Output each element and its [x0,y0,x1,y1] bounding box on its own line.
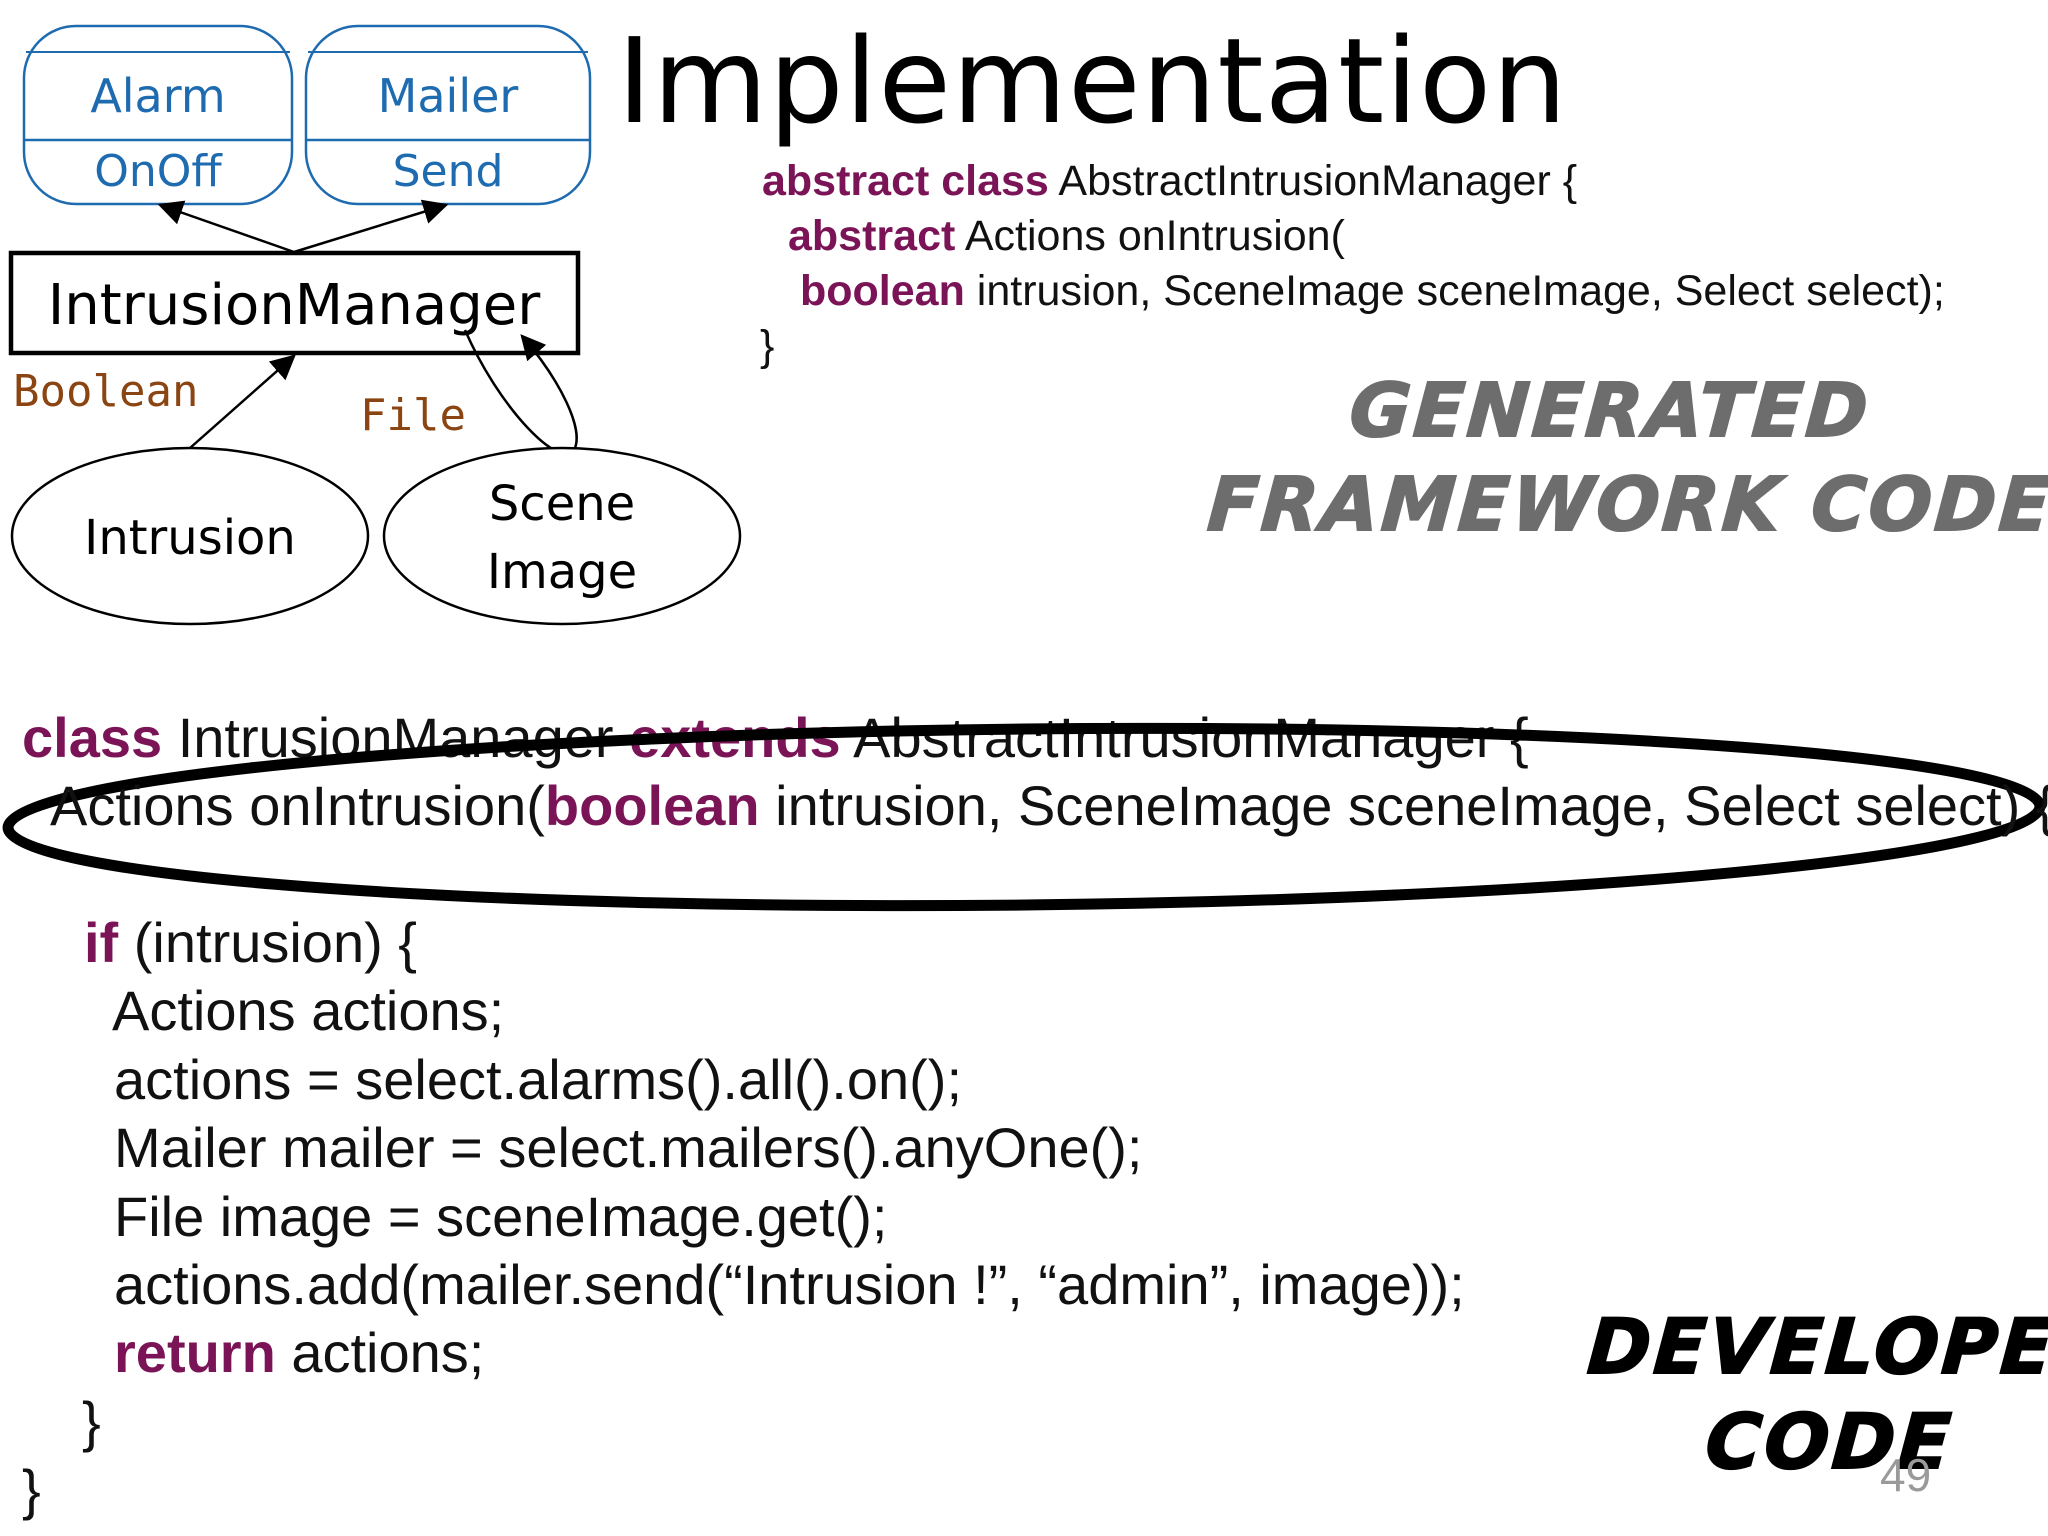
alarm-action: OnOff [94,146,223,197]
alarm-name: Alarm [90,69,225,123]
keyword: abstract [788,212,956,260]
slide-title: Implementation [617,12,1568,150]
code-text: Actions onIntrusion( [955,212,1345,260]
keyword: boolean [544,774,760,837]
developer-code-line: } [22,1458,41,1521]
mailer-device: Mailer Send [304,24,592,206]
code-text: intrusion, SceneImage sceneImage, Select… [964,267,1945,315]
code-text: intrusion, SceneImage sceneImage, Select… [759,774,2048,837]
framework-code-line: abstract class AbstractIntrusionManager … [762,160,1577,203]
scene-image-label-line1: Scene [489,476,635,532]
architecture-diagram: Alarm OnOff Mailer Send IntrusionManager… [8,24,742,626]
boolean-edge-label: Boolean [13,366,198,417]
file-edge-label: File [360,390,466,441]
code-text: actions; [275,1321,485,1384]
intrusion-manager-label: IntrusionManager [48,273,541,338]
code-text: (intrusion) { [118,911,418,974]
mailer-name: Mailer [378,69,519,123]
keyword: abstract class [762,157,1049,205]
keyword: class [22,706,163,769]
developer-code-line: Mailer mailer = select.mailers().anyOne(… [114,1116,1143,1179]
keyword: if [84,911,119,974]
intrusion-label: Intrusion [84,510,296,566]
developer-code-line: Actions onIntrusion(boolean intrusion, S… [50,778,2048,834]
framework-code-label: Framework Code [1204,461,2048,549]
developer-code-line: File image = sceneImage.get(); [114,1185,888,1248]
developer-code-line: } [82,1390,101,1453]
code-text: AbstractIntrusionManager { [840,706,1529,769]
framework-code-line: boolean intrusion, SceneImage sceneImage… [800,270,1945,313]
scene-image-label-line2: Image [487,544,637,600]
developer-code-line: return actions; [114,1325,484,1381]
developer-code-line: Actions actions; [112,979,505,1042]
developer-code-line: actions.add(mailer.send(“Intrusion !”, “… [114,1253,1465,1316]
code-text: Actions onIntrusion( [50,774,545,837]
alarm-device: Alarm OnOff [22,24,294,206]
developer-code-line: if (intrusion) { [84,915,417,971]
intrusion-to-manager-arrow [189,354,296,449]
intrusion-manager-box: IntrusionManager [8,250,581,356]
mailer-action: Send [393,146,504,197]
generated-label: Generated [1346,367,1874,455]
developer-code-line: class IntrusionManager extends AbstractI… [22,710,1529,766]
keyword: return [114,1321,276,1384]
keyword: boolean [800,267,965,315]
highlight-ellipse [2,722,2046,912]
manager-to-alarm-arrow [157,200,295,254]
framework-code-line: } [760,322,775,370]
framework-code-line: abstract Actions onIntrusion( [788,215,1345,258]
developer-label: Developer [1584,1301,2048,1392]
manager-to-mailer-arrow [293,199,449,254]
code-text: AbstractIntrusionManager { [1048,157,1578,205]
intrusion-node: Intrusion [10,446,370,626]
scene-image-node: Scene Image [382,446,742,626]
page-number: 49 [1880,1449,1932,1501]
developer-code-line: actions = select.alarms().all().on(); [114,1048,963,1111]
